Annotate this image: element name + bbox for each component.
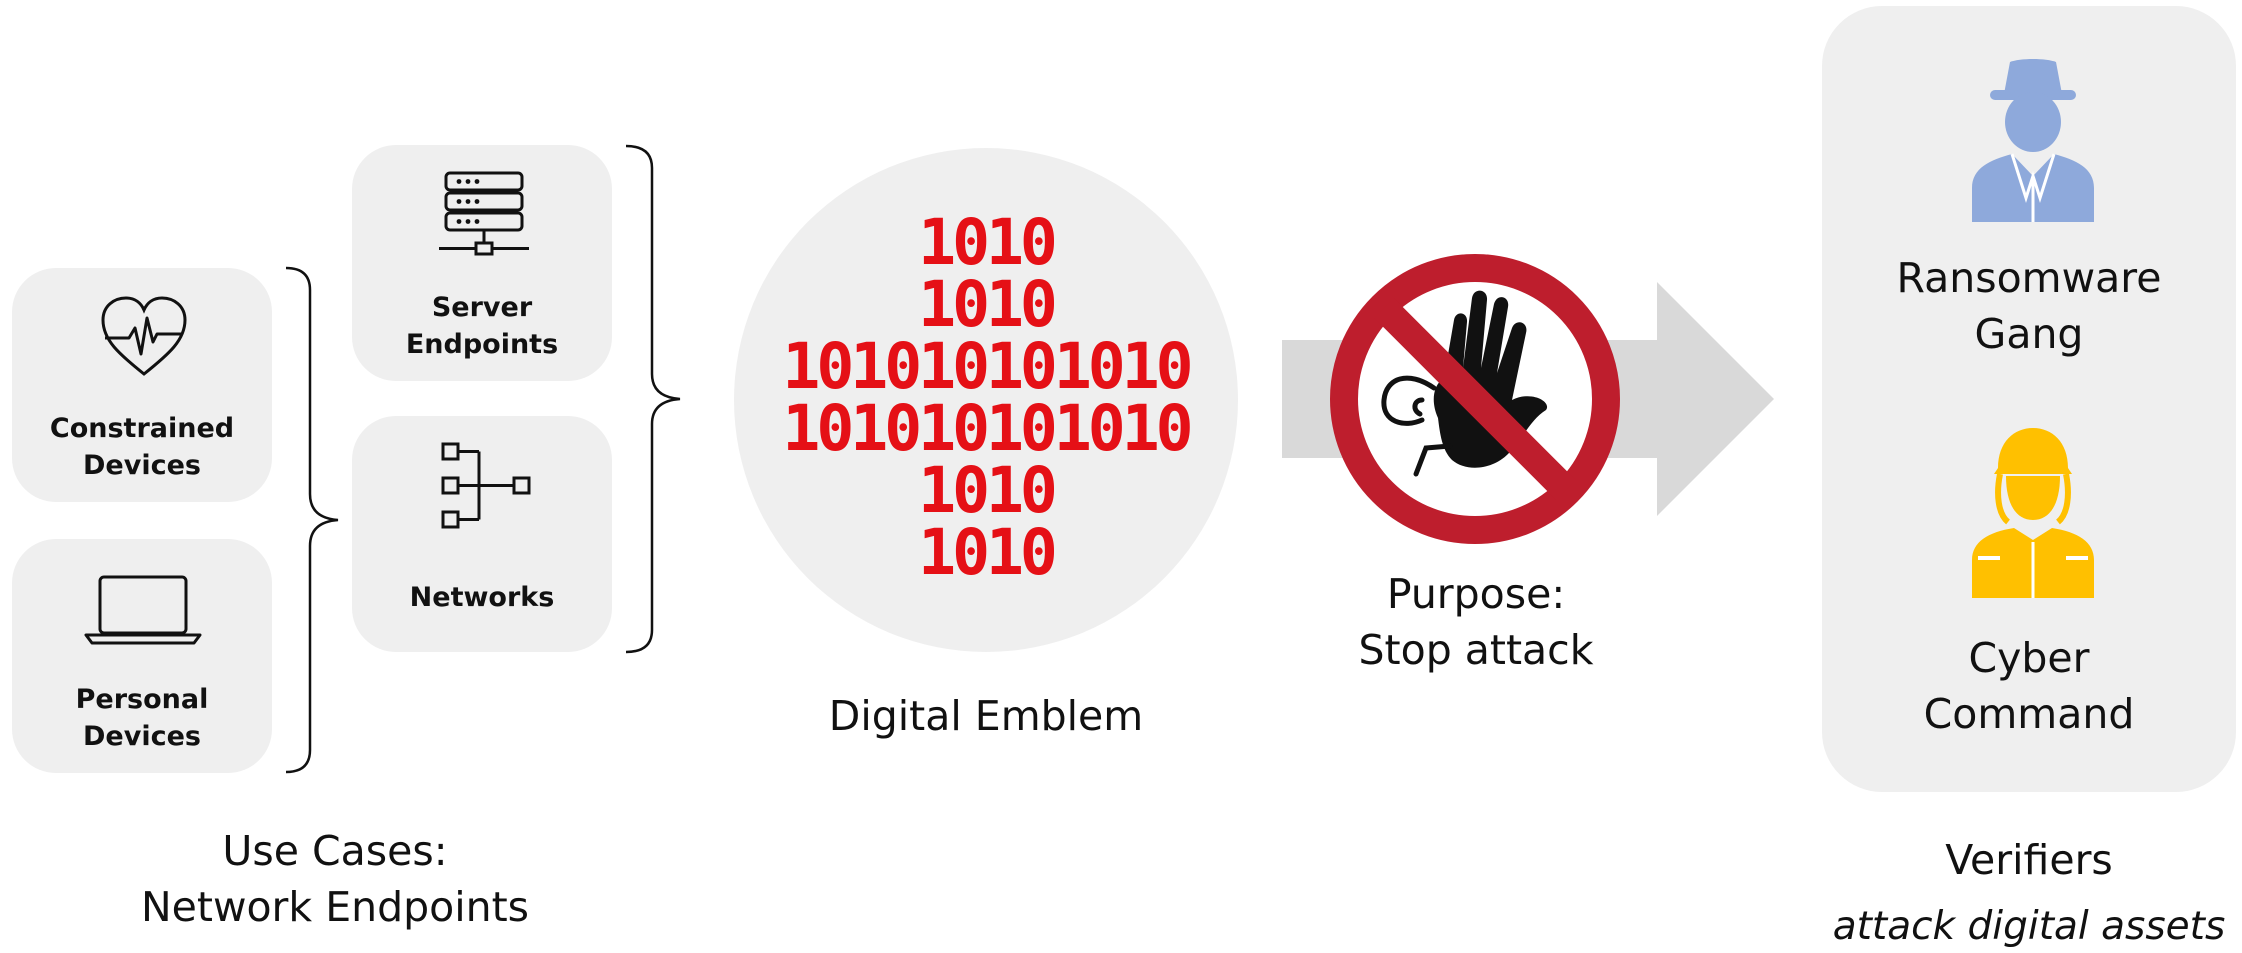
no-entry-hand-icon — [1330, 254, 1620, 544]
binary-row: 1010 — [918, 454, 1058, 527]
binary-cross: 1010 1010 101010101010 101010101010 1010… — [734, 206, 1238, 589]
cyber-command-label-line1: Cyber — [1968, 634, 2090, 682]
constrained-devices-label-1: Constrained — [49, 413, 235, 444]
personal-devices-label-1: Personal — [75, 684, 209, 715]
personal-devices-card: Personal Devices — [12, 539, 272, 773]
binary-row: 1010 — [918, 206, 1058, 279]
hacker-icon — [1972, 59, 2094, 222]
binary-row: 101010101010 — [782, 392, 1193, 465]
verifiers-caption: Verifiers — [1945, 836, 2113, 884]
server-endpoints-label-1: Server — [431, 292, 533, 323]
emblem-caption: Digital Emblem — [828, 692, 1144, 740]
purpose-caption-line1: Purpose: — [1386, 570, 1566, 618]
binary-row: 1010 — [918, 268, 1058, 341]
constrained-devices-card: Constrained Devices — [12, 268, 272, 502]
heart-pulse-icon — [101, 296, 187, 376]
server-endpoints-label-2: Endpoints — [405, 329, 559, 360]
network-icon — [441, 442, 531, 529]
devices-bracket — [285, 266, 339, 774]
binary-row: 1010 — [918, 516, 1058, 589]
server-icon — [439, 171, 529, 256]
use-cases-caption: Use Cases: Network Endpoints — [95, 823, 575, 935]
endpoints-bracket — [625, 144, 681, 654]
emblem-circle — [734, 148, 1238, 652]
cyber-command-label-line2: Command — [1923, 690, 2135, 738]
cyber-command-label: Cyber Command — [1822, 630, 2236, 742]
purpose-caption-line2: Stop attack — [1358, 626, 1594, 674]
soldier-icon — [1972, 428, 2094, 598]
networks-card: Networks — [352, 416, 612, 652]
constrained-devices-label-2: Devices — [83, 450, 201, 481]
ransomware-gang-label: Ransomware Gang — [1822, 250, 2236, 362]
personal-devices-label-2: Devices — [83, 721, 201, 752]
laptop-icon — [84, 575, 202, 645]
purpose-caption: Purpose: Stop attack — [1296, 566, 1656, 678]
use-cases-caption-line1: Use Cases: — [222, 827, 448, 875]
ransomware-gang-label-line2: Gang — [1974, 310, 2084, 358]
networks-label: Networks — [409, 582, 555, 613]
ransomware-gang-label-line1: Ransomware — [1896, 254, 2162, 302]
use-cases-caption-line2: Network Endpoints — [140, 883, 530, 931]
binary-row: 101010101010 — [782, 330, 1193, 403]
verifiers-subcaption: attack digital assets — [1832, 904, 2226, 949]
server-endpoints-card: Server Endpoints — [352, 145, 612, 381]
